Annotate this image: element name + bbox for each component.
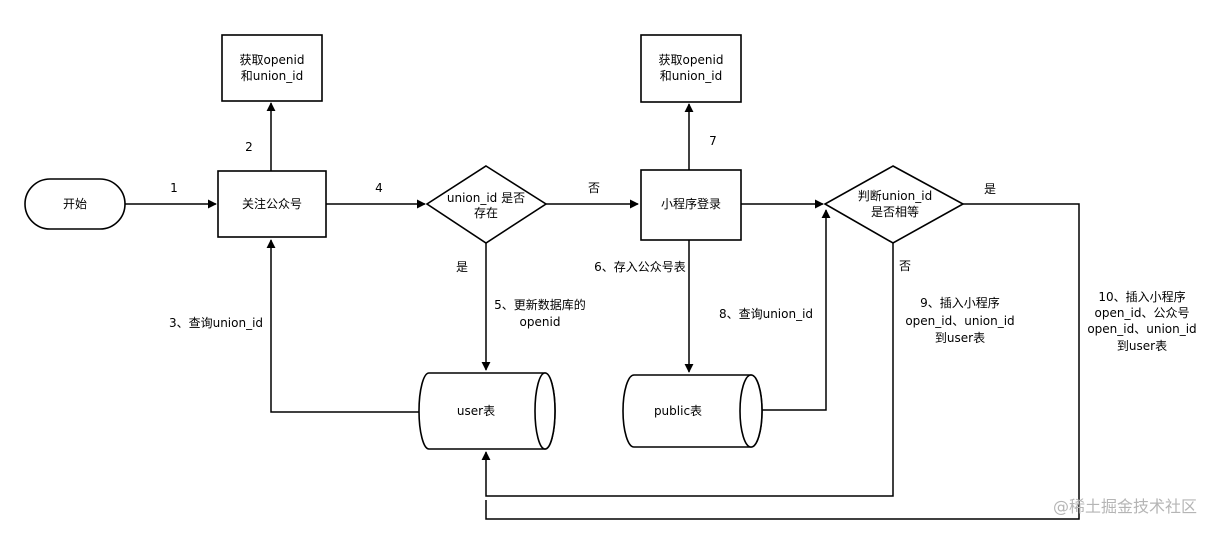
user-table-node: user表	[418, 372, 556, 450]
get-ids-2-line-2: 和union_id	[660, 69, 722, 83]
edge-label-5-line-1: 5、更新数据库的	[494, 297, 586, 312]
start-node: 开始	[24, 178, 126, 230]
judge-union-decision: 判断union_id 是否相等	[823, 165, 965, 244]
edge-label-7: 7	[709, 134, 717, 148]
edge-judge-no-to-user	[481, 243, 894, 497]
follow-account-node: 关注公众号	[217, 170, 327, 238]
public-table-node: public表	[622, 374, 763, 448]
edge-label-10-line-2: open_id、公众号	[1095, 306, 1190, 320]
union-exists-decision: union_id 是否 存在	[425, 165, 548, 244]
edge-label-4: 4	[375, 181, 383, 195]
edge-label-9-line-2: open_id、union_id	[905, 314, 1014, 328]
edge-label-no-2: 否	[899, 259, 911, 273]
edge-label-no-1: 否	[588, 181, 600, 195]
edge-label-3: 3、查询union_id	[169, 316, 263, 330]
watermark-text: @稀土掘金技术社区	[1053, 497, 1197, 516]
mini-program-login-label: 小程序登录	[661, 196, 721, 211]
get-ids-2-line-1: 获取openid	[659, 53, 724, 67]
edge-label-5-line-2: openid	[520, 315, 561, 329]
edge-user-to-follow	[266, 239, 419, 413]
get-ids-node-1: 获取openid 和union_id	[221, 34, 323, 102]
follow-account-label: 关注公众号	[242, 196, 302, 211]
edge-label-9-line-1: 9、插入小程序	[920, 295, 1000, 310]
edge-label-10-line-4: 到user表	[1117, 339, 1167, 353]
get-ids-1-line-1: 获取openid	[240, 53, 305, 67]
edge-public-to-judge	[762, 209, 831, 411]
edge-judge-yes-to-user	[485, 203, 1080, 520]
user-table-label: user表	[457, 404, 495, 418]
edge-label-2: 2	[245, 140, 253, 154]
union-exists-line-1: union_id 是否	[447, 191, 525, 205]
edge-label-10-line-1: 10、插入小程序	[1098, 289, 1185, 304]
get-ids-1-line-2: 和union_id	[241, 69, 303, 83]
edge-label-1: 1	[170, 181, 178, 195]
judge-union-line-2: 是否相等	[871, 205, 919, 219]
public-table-label: public表	[654, 404, 702, 418]
union-exists-line-2: 存在	[474, 206, 498, 220]
mini-program-login-node: 小程序登录	[640, 169, 742, 241]
edge-label-9-line-3: 到user表	[935, 331, 985, 345]
edge-label-10-line-3: open_id、union_id	[1087, 322, 1196, 336]
edge-label-yes-1: 是	[456, 260, 468, 274]
edge-label-yes-2: 是	[984, 182, 996, 196]
edge-label-8: 8、查询union_id	[719, 307, 813, 321]
start-label: 开始	[63, 197, 87, 211]
get-ids-node-2: 获取openid 和union_id	[640, 34, 742, 103]
edge-label-6: 6、存入公众号表	[594, 260, 686, 274]
judge-union-line-1: 判断union_id	[858, 188, 932, 203]
